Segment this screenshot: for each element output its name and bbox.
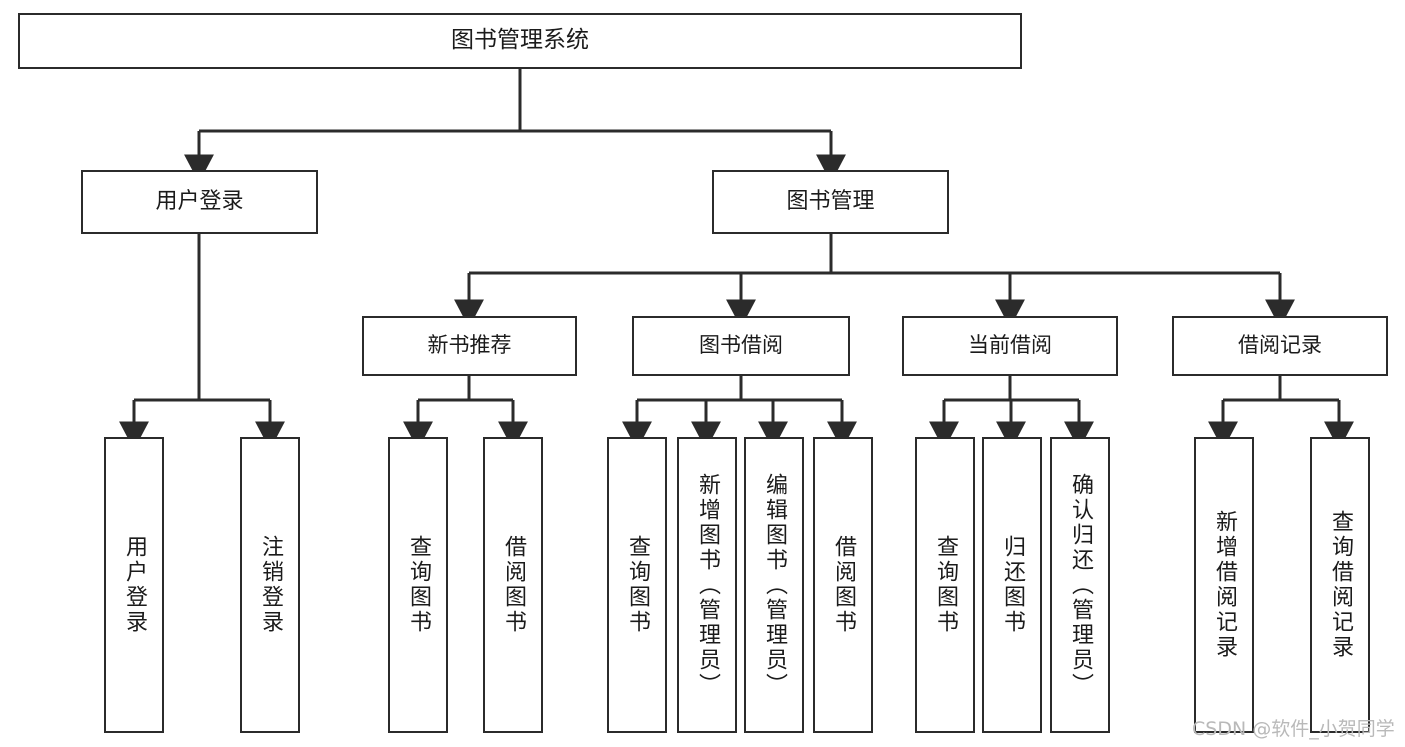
node-label: 用户登录 <box>122 535 147 635</box>
node-label: 查询图书 <box>406 535 431 635</box>
node-label: 编辑图书（管理员） <box>762 472 787 698</box>
node-leaf-query-book-current[interactable]: 查询图书 <box>915 437 975 733</box>
node-leaf-borrow-book-borrow[interactable]: 借阅图书 <box>813 437 873 733</box>
node-leaf-confirm-return-admin[interactable]: 确认归还（管理员） <box>1050 437 1110 733</box>
node-label: 用户登录 <box>155 188 244 214</box>
node-leaf-user-login[interactable]: 用户登录 <box>104 437 164 733</box>
node-leaf-borrow-book-newbook[interactable]: 借阅图书 <box>483 437 543 733</box>
node-leaf-add-borrow-record[interactable]: 新增借阅记录 <box>1194 437 1254 733</box>
node-leaf-query-borrow-record[interactable]: 查询借阅记录 <box>1310 437 1370 733</box>
node-label: 图书管理系统 <box>451 27 589 54</box>
node-current-borrow[interactable]: 当前借阅 <box>902 316 1118 376</box>
node-leaf-add-book-admin[interactable]: 新增图书（管理员） <box>677 437 737 733</box>
node-borrow-record[interactable]: 借阅记录 <box>1172 316 1388 376</box>
node-label: 借阅图书 <box>831 535 856 635</box>
node-leaf-logout[interactable]: 注销登录 <box>240 437 300 733</box>
node-label: 归还图书 <box>1000 535 1025 635</box>
node-leaf-return-book[interactable]: 归还图书 <box>982 437 1042 733</box>
node-book-borrow[interactable]: 图书借阅 <box>632 316 850 376</box>
node-root-book-management-system[interactable]: 图书管理系统 <box>18 13 1022 69</box>
node-leaf-query-book-newbook[interactable]: 查询图书 <box>388 437 448 733</box>
node-label: 当前借阅 <box>968 333 1052 358</box>
node-label: 借阅图书 <box>501 535 526 635</box>
node-label: 确认归还（管理员） <box>1068 472 1093 698</box>
node-leaf-edit-book-admin[interactable]: 编辑图书（管理员） <box>744 437 804 733</box>
csdn-watermark: CSDN @软件_小贺同学 <box>1192 718 1395 740</box>
node-book-management[interactable]: 图书管理 <box>712 170 949 234</box>
node-label: 新书推荐 <box>427 333 512 358</box>
node-label: 查询图书 <box>625 535 650 635</box>
node-label: 新增图书（管理员） <box>695 472 720 698</box>
node-new-book-recommendation[interactable]: 新书推荐 <box>362 316 577 376</box>
node-label: 图书借阅 <box>699 333 783 358</box>
node-label: 借阅记录 <box>1238 333 1322 358</box>
node-label: 注销登录 <box>258 535 283 635</box>
node-user-login[interactable]: 用户登录 <box>81 170 318 234</box>
node-label: 新增借阅记录 <box>1212 510 1237 660</box>
node-label: 查询图书 <box>933 535 958 635</box>
node-label: 图书管理 <box>786 188 875 214</box>
node-label: 查询借阅记录 <box>1328 510 1353 660</box>
node-leaf-query-book-borrow[interactable]: 查询图书 <box>607 437 667 733</box>
